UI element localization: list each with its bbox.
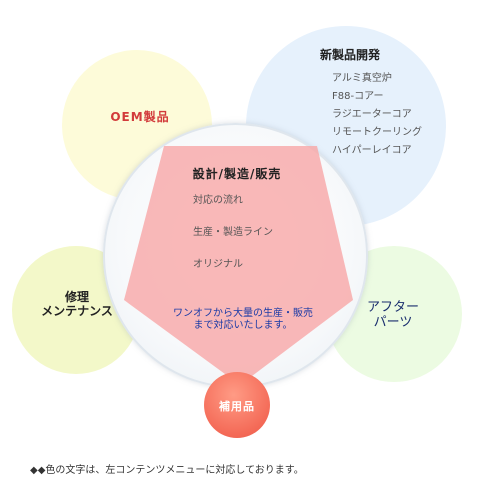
- new-product-item[interactable]: F88-コアー: [332, 91, 384, 102]
- footnote: ◆◆色の文字は、左コンテンツメニューに対応しております。: [30, 465, 304, 476]
- core-item[interactable]: 対応の流れ: [193, 195, 243, 206]
- core-item[interactable]: オリジナル: [193, 259, 243, 270]
- after-parts-label-line2: パーツ: [373, 315, 413, 330]
- core-note: ワンオフから大量の生産・販売 まで対応いたします。: [158, 308, 328, 332]
- pentagon-shape: [124, 146, 353, 385]
- after-parts-label-line1: アフター: [366, 300, 419, 315]
- core-note-line1: ワンオフから大量の生産・販売: [173, 308, 313, 319]
- oem-label[interactable]: OEM製品: [110, 110, 170, 124]
- new-product-item[interactable]: ハイパーレイコア: [332, 145, 412, 156]
- repair-label[interactable]: 修理 メンテナンス: [22, 290, 132, 318]
- new-product-item[interactable]: ラジエーターコア: [332, 109, 412, 120]
- repair-label-line1: 修理: [64, 290, 89, 304]
- core-item[interactable]: 生産・製造ライン: [193, 227, 273, 238]
- core-list: 対応の流れ 生産・製造ライン オリジナル: [193, 194, 273, 290]
- after-parts-label[interactable]: アフター パーツ: [345, 300, 441, 330]
- parts-label[interactable]: 補用品: [219, 400, 255, 413]
- parts-circle[interactable]: [204, 372, 270, 438]
- new-product-item[interactable]: リモートクーリング: [332, 127, 422, 138]
- core-note-line2: まで対応いたします。: [193, 320, 293, 331]
- core-title[interactable]: 設計/製造/販売: [192, 167, 282, 181]
- repair-label-line2: メンテナンス: [41, 304, 113, 318]
- new-products-title[interactable]: 新製品開発: [319, 48, 380, 62]
- new-product-item[interactable]: アルミ真空炉: [332, 73, 392, 84]
- new-products-list: アルミ真空炉 F88-コアー ラジエーターコア リモートクーリング ハイパーレイ…: [332, 70, 422, 160]
